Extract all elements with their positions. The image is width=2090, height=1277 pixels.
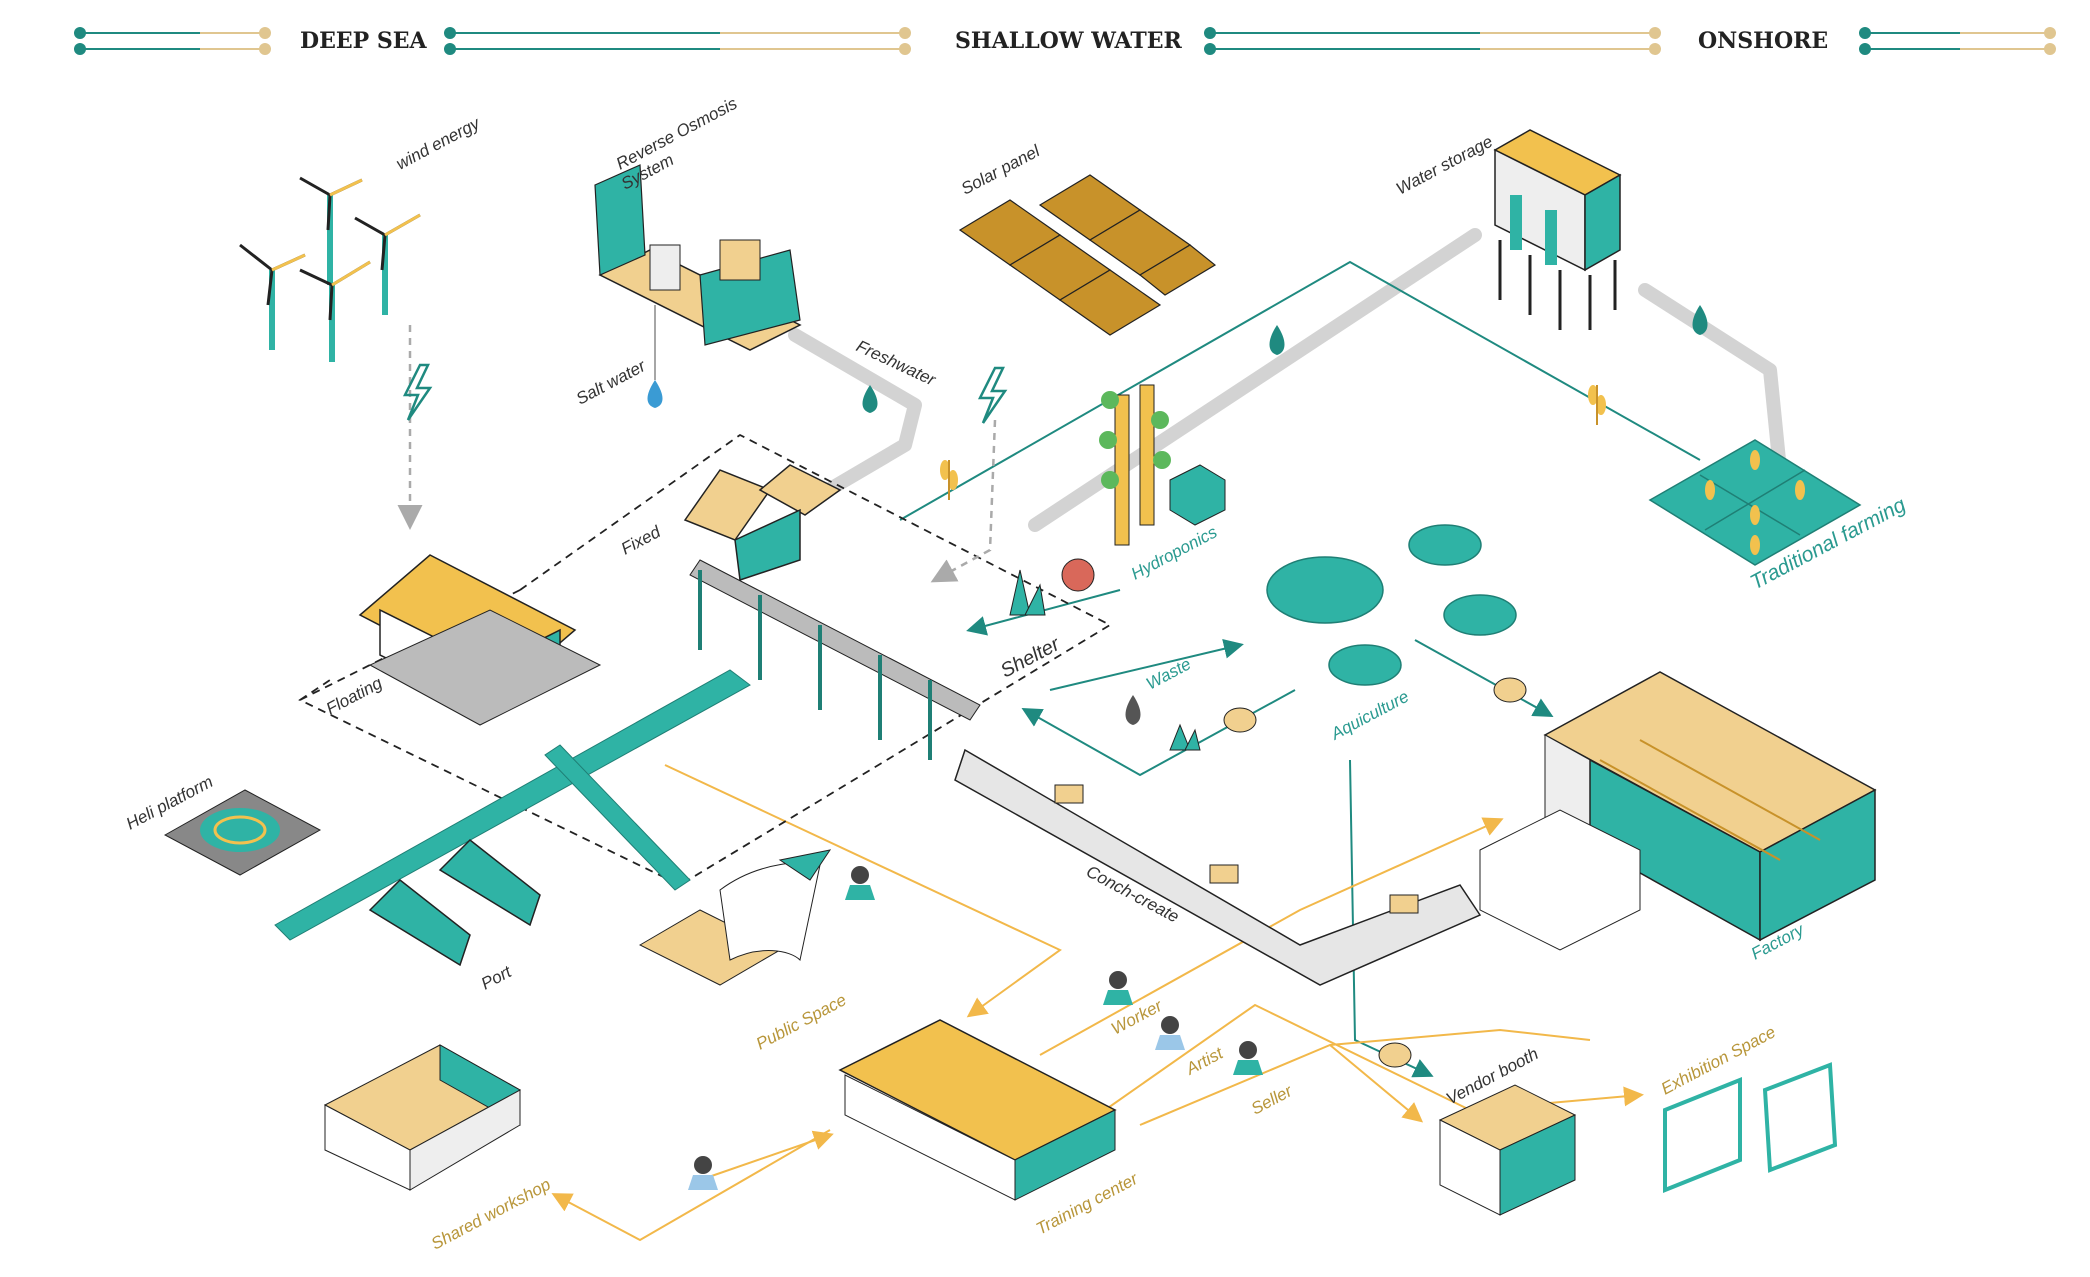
worker-icon-2 (845, 866, 875, 900)
dock (274, 669, 751, 941)
energy-dashed-arrows (397, 325, 997, 583)
hydroponics-tower (1099, 384, 1226, 546)
label-fixed: Fixed (618, 522, 664, 559)
vendor-booth (1438, 1084, 1577, 1216)
label-aquiculture: Aquiculture (1327, 687, 1412, 744)
shelter-fixed (683, 464, 981, 760)
wheat-icon-2 (940, 460, 958, 500)
water-drop-icon-2 (862, 385, 878, 413)
label-public-space: Public Space (753, 990, 850, 1053)
artist-icon-2 (688, 1156, 718, 1190)
turbine-1 (239, 243, 306, 350)
wind-turbines (239, 176, 421, 362)
conch-create-conveyor (954, 748, 1482, 986)
lightning-icon (402, 363, 433, 421)
label-port: Port (478, 962, 516, 994)
zone-label-shallow-water: SHALLOW WATER (955, 28, 1183, 54)
zone-bar-1 (74, 27, 271, 55)
water-storage-tower (1493, 129, 1622, 330)
conch-icon (1223, 707, 1257, 733)
dashed-boundary (298, 433, 1112, 887)
label-salt-water: Salt water (573, 356, 650, 409)
traditional-farming-field (1648, 439, 1862, 566)
label-hydroponics: Hydroponics (1128, 522, 1221, 583)
label-seller: Seller (1248, 1081, 1296, 1119)
turbine-4 (299, 260, 371, 362)
label-shared-workshop: Shared workshop (428, 1175, 554, 1254)
turbine-2 (299, 176, 363, 285)
label-reverse-osmosis: Reverse Osmosis (613, 94, 741, 174)
label-floating: Floating (323, 673, 386, 718)
heli-platform (163, 789, 322, 876)
coral-icon (1169, 723, 1201, 751)
zone-bar-3 (1204, 27, 1661, 55)
wheat-icon (1588, 385, 1606, 425)
aquiculture-pens (1266, 524, 1517, 686)
waste-drop-icon (1125, 695, 1141, 725)
water-drop-icon-4 (1692, 305, 1708, 335)
factory (1479, 671, 1877, 951)
shelter-floating (358, 554, 602, 726)
training-center (838, 1019, 1117, 1201)
seller-icon (1233, 1041, 1263, 1075)
worker-icon (1103, 971, 1133, 1005)
lightning-icon-2 (977, 366, 1008, 424)
water-drop-icon (647, 380, 663, 408)
gold-flow-lines (551, 764, 1644, 1242)
label-solar-panel: Solar panel (958, 141, 1044, 199)
label-shelter: Shelter (997, 633, 1064, 683)
artist-icon (1155, 1016, 1185, 1050)
solar-panels (958, 174, 1217, 336)
label-water-storage: Water storage (1393, 132, 1496, 199)
zone-bar-4 (1859, 27, 2056, 55)
zone-label-onshore: ONSHORE (1698, 28, 1828, 54)
water-pipes (788, 228, 1787, 532)
public-space (638, 849, 832, 986)
zone-label-deep-sea: DEEP SEA (300, 28, 427, 54)
label-waste: Waste (1143, 654, 1194, 693)
boats (368, 838, 541, 967)
plant-icon (1009, 569, 1046, 616)
label-wind-energy: wind energy (393, 113, 484, 174)
zone-bar-2 (444, 27, 911, 55)
water-drop-icon-3 (1269, 325, 1285, 355)
tomato-icon (1061, 558, 1095, 592)
conch-icon-3 (1378, 1042, 1412, 1068)
label-artist: Artist (1182, 1043, 1227, 1079)
turbine-3 (354, 213, 421, 315)
zone-header: DEEP SEA SHALLOW WATER ONSHORE (74, 27, 2056, 55)
shared-workshop (323, 1044, 522, 1191)
reverse-osmosis-system (594, 164, 802, 351)
exhibition-space (1663, 1062, 1838, 1193)
conch-icon-2 (1493, 677, 1527, 703)
